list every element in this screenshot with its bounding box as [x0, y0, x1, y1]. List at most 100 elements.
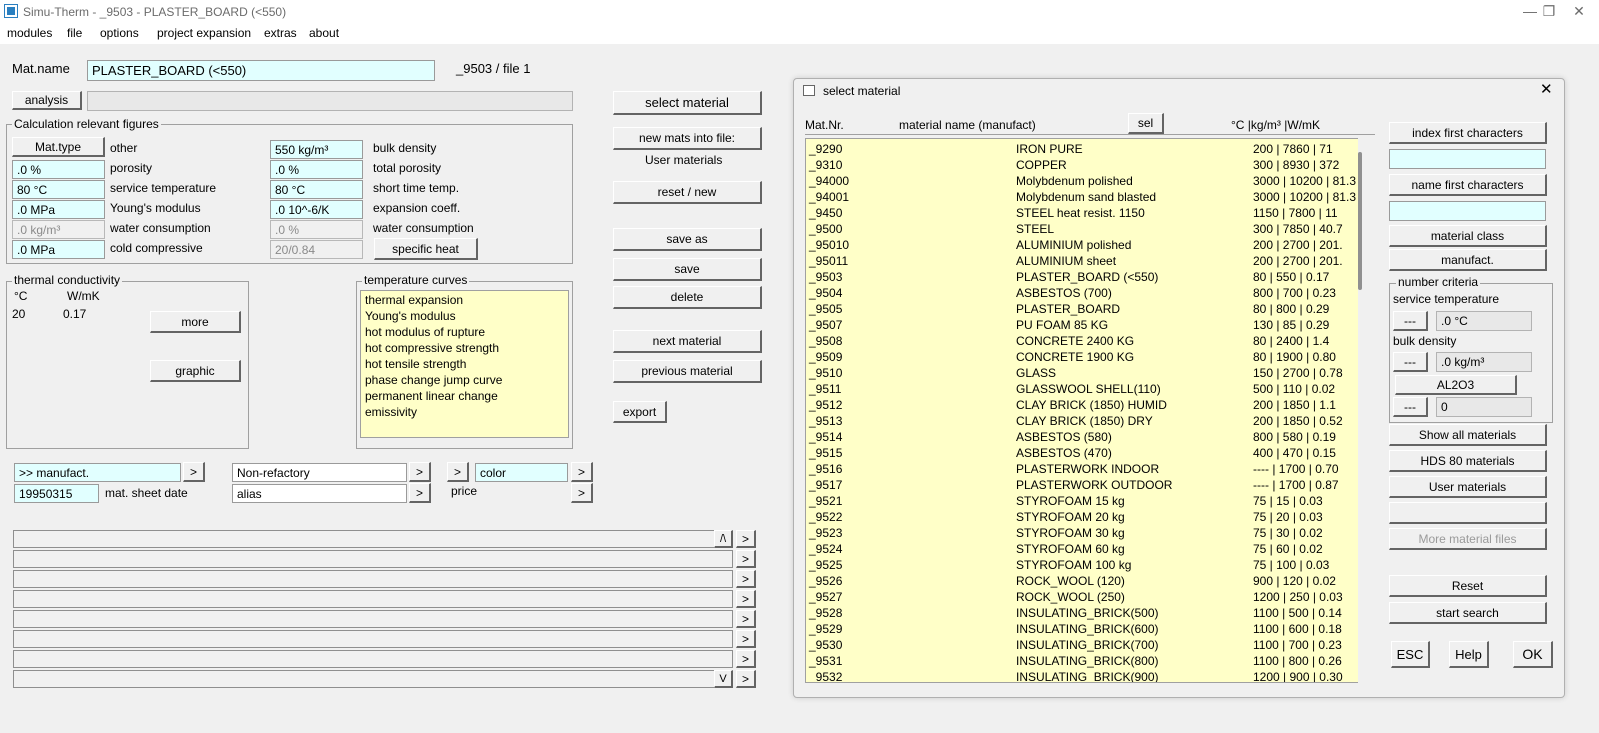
save-button[interactable]: save — [613, 258, 762, 281]
menu-extras[interactable]: extras — [264, 26, 297, 40]
analysis-field[interactable] — [87, 91, 573, 111]
youngs-modulus-field[interactable]: .0 MPa — [12, 200, 105, 219]
porosity-field[interactable]: .0 % — [12, 160, 105, 179]
reset-new-button[interactable]: reset / new — [613, 181, 762, 204]
color-arrow-button[interactable]: > — [571, 462, 593, 482]
note-row-8[interactable] — [13, 670, 715, 688]
cold-compressive-field[interactable]: .0 MPa — [12, 240, 105, 259]
name-first-characters-input[interactable] — [1389, 201, 1546, 221]
alias-arrow-button[interactable]: > — [409, 483, 431, 503]
row-8-arrow-button[interactable]: > — [736, 670, 756, 688]
save-as-button[interactable]: save as — [613, 228, 762, 251]
note-row-6[interactable] — [13, 630, 733, 648]
export-button[interactable]: export — [613, 401, 667, 423]
bulk-density-field[interactable]: 550 kg/m³ — [270, 140, 363, 159]
hds80-materials-button[interactable]: HDS 80 materials — [1389, 450, 1547, 472]
manufact-filter-button[interactable]: manufact. — [1389, 249, 1547, 271]
index-first-characters-input[interactable] — [1389, 149, 1546, 169]
index-first-characters-button[interactable]: index first characters — [1389, 122, 1547, 144]
select-material-button[interactable]: select material — [613, 91, 762, 115]
delete-button[interactable]: delete — [613, 286, 762, 309]
curve-item-hot-modulus-of-rupture[interactable]: hot modulus of rupture — [365, 325, 486, 339]
note-row-5[interactable] — [13, 610, 733, 628]
name-first-characters-button[interactable]: name first characters — [1389, 174, 1547, 196]
material-list-scroll-thumb[interactable] — [1358, 152, 1362, 290]
row-2-arrow-button[interactable]: > — [736, 550, 756, 568]
reset-button[interactable]: Reset — [1389, 575, 1547, 597]
ok-button[interactable]: OK — [1513, 641, 1553, 668]
nonrefactory-field[interactable]: Non-refactory — [232, 463, 407, 482]
curve-item-emissivity[interactable]: emissivity — [365, 405, 418, 419]
analysis-button[interactable]: analysis — [12, 91, 82, 110]
previous-material-button[interactable]: previous material — [613, 360, 762, 383]
empty-button[interactable] — [1389, 502, 1547, 524]
note-row-2[interactable] — [13, 550, 733, 568]
service-temperature-field[interactable]: 80 °C — [12, 180, 105, 199]
help-button[interactable]: Help — [1449, 641, 1489, 668]
close-icon[interactable]: ✕ — [1573, 3, 1585, 19]
menu-project-expansion[interactable]: project expansion — [157, 26, 252, 40]
total-porosity-field[interactable]: .0 % — [270, 160, 363, 179]
row-5-arrow-button[interactable]: > — [736, 610, 756, 628]
curve-item-phase-change-jump-curve[interactable]: phase change jump curve — [365, 373, 503, 387]
material-list-scrollbar[interactable] — [1358, 138, 1364, 683]
matname-field[interactable]: PLASTER_BOARD (<550) — [87, 60, 435, 81]
row-3-arrow-button[interactable]: > — [736, 570, 756, 588]
esc-button[interactable]: ESC — [1391, 641, 1430, 668]
graphic-button[interactable]: graphic — [150, 360, 241, 382]
start-search-button[interactable]: start search — [1389, 602, 1547, 624]
service-temp-operator-button[interactable]: --- — [1393, 311, 1428, 331]
bulk-density-operator-button[interactable]: --- — [1393, 352, 1428, 372]
manufact-arrow-button[interactable]: > — [183, 462, 205, 482]
note-row-7[interactable] — [13, 650, 733, 668]
note-row-4[interactable] — [13, 590, 733, 608]
row-6-arrow-button[interactable]: > — [736, 630, 756, 648]
service-temp-criteria-field[interactable]: .0 °C — [1436, 311, 1532, 331]
minimize-icon[interactable]: — — [1523, 3, 1537, 19]
expansion-coeff-field[interactable]: .0 10^-6/K — [270, 200, 363, 219]
row-7-arrow-button[interactable]: > — [736, 650, 756, 668]
nonrefactory-arrow-button[interactable]: > — [409, 462, 431, 482]
mattype-button[interactable]: Mat.type — [12, 137, 105, 157]
color-field[interactable]: color — [475, 463, 568, 482]
row-4-arrow-button[interactable]: > — [736, 590, 756, 608]
note-row-1[interactable] — [13, 530, 715, 548]
new-mats-into-file-button[interactable]: new mats into file: — [613, 127, 762, 150]
al2o3-button[interactable]: AL2O3 — [1395, 375, 1517, 395]
curve-item-permanent-linear-change[interactable]: permanent linear change — [365, 389, 498, 403]
row-1-arrow-button[interactable]: > — [736, 530, 756, 548]
menu-file[interactable]: file — [67, 26, 83, 40]
alias-field[interactable]: alias — [232, 484, 407, 503]
curve-item-thermal-expansion[interactable]: thermal expansion — [365, 293, 464, 307]
more-button[interactable]: more — [150, 311, 241, 333]
color-left-arrow-button[interactable]: > — [447, 462, 469, 482]
show-all-materials-button[interactable]: Show all materials — [1389, 424, 1547, 446]
next-material-button[interactable]: next material — [613, 330, 762, 353]
menu-about[interactable]: about — [309, 26, 340, 40]
price-arrow-button[interactable]: > — [571, 483, 593, 503]
scroll-down-button[interactable]: V — [714, 670, 733, 688]
